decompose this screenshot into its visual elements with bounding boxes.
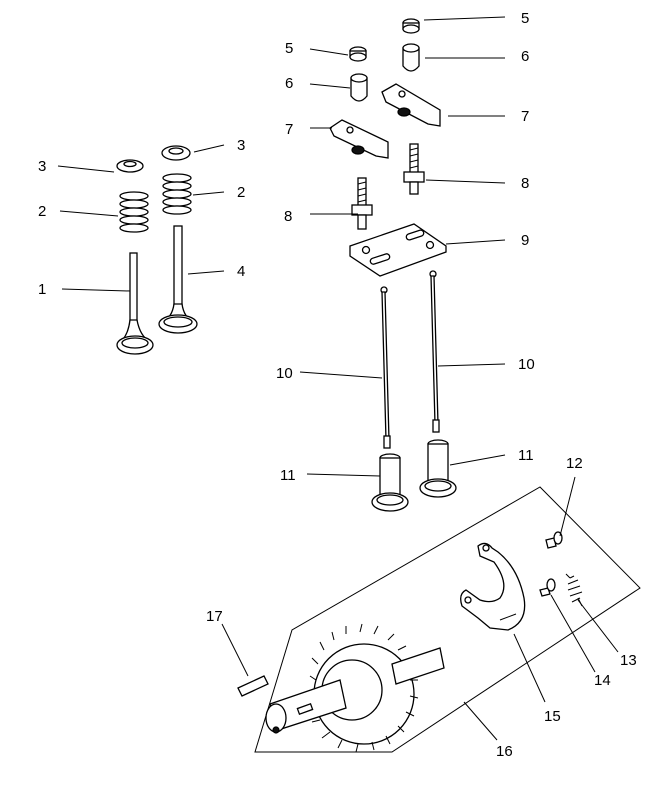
- valve-retainer-left: [116, 159, 144, 173]
- tappet-right: [419, 439, 457, 498]
- woodruff-key: [237, 675, 269, 697]
- callout-10: 10: [276, 365, 293, 382]
- push-rod-guide-plate: [349, 223, 447, 277]
- intake-valve: [158, 225, 198, 334]
- callout-6: 6: [285, 75, 293, 92]
- leader-lines: [57, 16, 619, 741]
- callout-15: 15: [544, 708, 561, 725]
- push-rod-left: [380, 286, 391, 449]
- callout-3: 3: [38, 158, 46, 175]
- nut-lower: [349, 46, 367, 62]
- rocker-stud-lower: [351, 177, 373, 230]
- callout-11: 11: [280, 467, 296, 484]
- pivot-ball-lower: [350, 73, 368, 102]
- valve-spring-right: [162, 173, 192, 215]
- callout-8: 8: [521, 175, 529, 192]
- push-rod-right: [429, 270, 440, 433]
- rocker-arm-lower: [329, 119, 389, 159]
- tappet-left: [371, 453, 409, 512]
- callout-5: 5: [521, 10, 529, 27]
- callout-7: 7: [521, 108, 529, 125]
- camshaft-kit-outline: [254, 486, 641, 753]
- rivet: [539, 578, 556, 597]
- callout-3: 3: [237, 137, 245, 154]
- callout-5: 5: [285, 40, 293, 57]
- callout-2: 2: [38, 203, 46, 220]
- callout-16: 16: [496, 743, 513, 760]
- callout-12: 12: [566, 455, 583, 472]
- rocker-stud-upper: [403, 143, 425, 195]
- callout-7: 7: [285, 121, 293, 138]
- callout-17: 17: [206, 608, 223, 625]
- callout-2: 2: [237, 184, 245, 201]
- callout-14: 14: [594, 672, 611, 689]
- callout-4: 4: [237, 263, 245, 280]
- nut-upper: [402, 18, 420, 34]
- valve-spring-left: [119, 191, 149, 233]
- exhaust-valve: [116, 252, 154, 355]
- callout-numbers: 5 5 6 6 7 7 3 3 2 2 8 8 9 1 4 10 10 11 1…: [38, 10, 637, 760]
- callout-10: 10: [518, 356, 535, 373]
- callout-8: 8: [284, 208, 292, 225]
- callout-13: 13: [620, 652, 637, 669]
- rocker-arm-upper: [381, 83, 441, 127]
- return-spring: [565, 573, 583, 607]
- shoulder-screw: [545, 531, 563, 549]
- callout-1: 1: [38, 281, 46, 298]
- camshaft: [265, 623, 445, 753]
- callout-11: 11: [518, 447, 534, 464]
- callout-6: 6: [521, 48, 529, 65]
- callout-9: 9: [521, 232, 529, 249]
- valve-retainer-right: [161, 145, 191, 161]
- pivot-ball-upper: [402, 43, 420, 72]
- compression-release-weight: [460, 542, 526, 631]
